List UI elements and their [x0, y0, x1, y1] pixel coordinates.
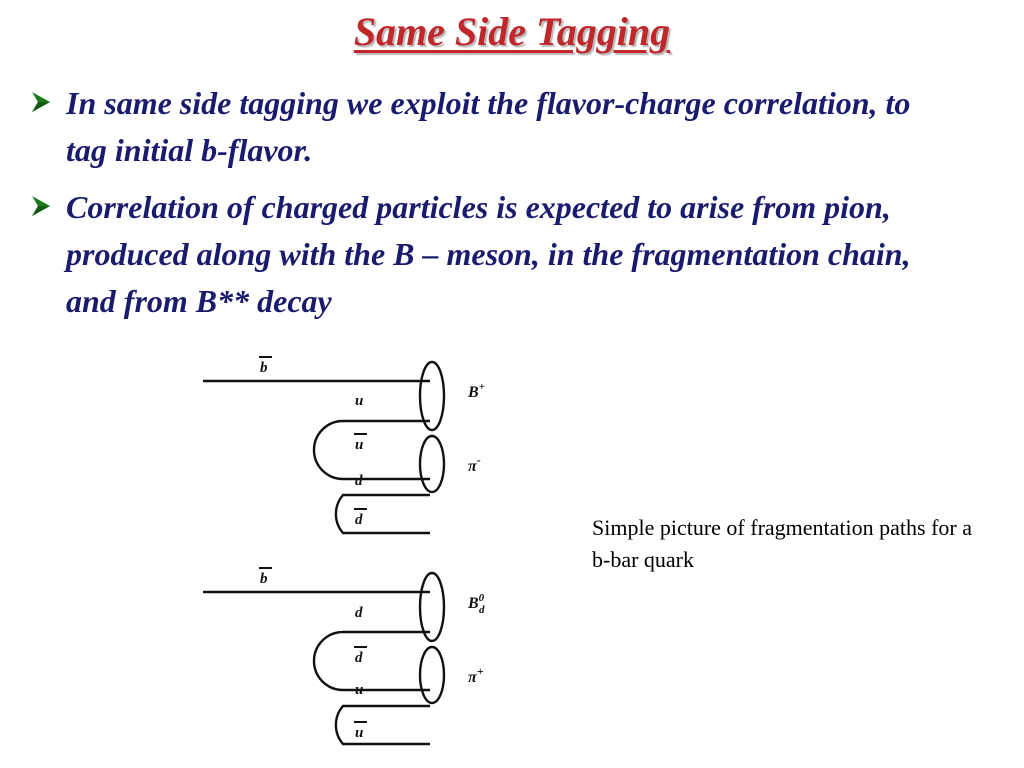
top-fragmentation-chain	[203, 360, 446, 535]
quark-label: u	[355, 682, 363, 698]
meson-symbol: π	[468, 669, 478, 686]
quark-label: d	[355, 650, 363, 666]
quark-label: d	[355, 473, 363, 489]
bottom-quark-labels: b d d u u	[259, 567, 367, 741]
meson-symbol: B	[467, 595, 479, 612]
quark-label: d	[355, 605, 363, 621]
bullet-item-1: In same side tagging we exploit the flav…	[30, 80, 930, 174]
quark-label: b	[260, 360, 268, 376]
quark-label: u	[355, 393, 363, 409]
meson-superscript: -	[477, 453, 481, 467]
meson-superscript: +	[477, 664, 484, 678]
meson-ellipse-pi-plus	[418, 645, 446, 705]
meson-label-pi-minus: π-	[468, 453, 481, 475]
quark-label: u	[355, 437, 363, 453]
quark-label: b	[260, 571, 268, 587]
arrow-bullet-icon	[32, 92, 50, 112]
diagram-caption: Simple picture of fragmentation paths fo…	[592, 515, 972, 572]
bottom-fragmentation-chain	[203, 571, 446, 746]
bullet-item-2: Correlation of charged particles is expe…	[30, 184, 930, 325]
meson-ellipse-B-plus	[418, 360, 446, 432]
slide-title: Same Side Tagging	[353, 9, 671, 54]
meson-symbol: B	[467, 384, 479, 401]
arrow-bullet-icon	[32, 196, 50, 216]
u-ubar-loop	[334, 704, 430, 746]
meson-superscript: +	[479, 381, 485, 393]
d-dbar-loop	[334, 493, 430, 535]
meson-subscript: d	[479, 604, 485, 616]
u-ubar-loop	[312, 419, 430, 481]
meson-ellipse-pi-minus	[418, 434, 446, 494]
meson-ellipse-B0d	[418, 571, 446, 643]
meson-label-pi-plus: π+	[468, 664, 484, 686]
bullet-text-2: Correlation of charged particles is expe…	[66, 189, 911, 319]
quark-label: u	[355, 725, 363, 741]
top-meson-labels: B+ π-	[467, 381, 485, 475]
top-quark-labels: b u u d d	[259, 356, 367, 528]
meson-superscript: 0	[479, 592, 485, 604]
d-dbar-loop	[312, 630, 430, 692]
meson-label-B-plus: B+	[467, 381, 485, 401]
meson-symbol: π	[468, 458, 478, 475]
bullet-list: In same side tagging we exploit the flav…	[30, 80, 930, 335]
quark-label: d	[355, 512, 363, 528]
bullet-text-1: In same side tagging we exploit the flav…	[66, 85, 911, 168]
